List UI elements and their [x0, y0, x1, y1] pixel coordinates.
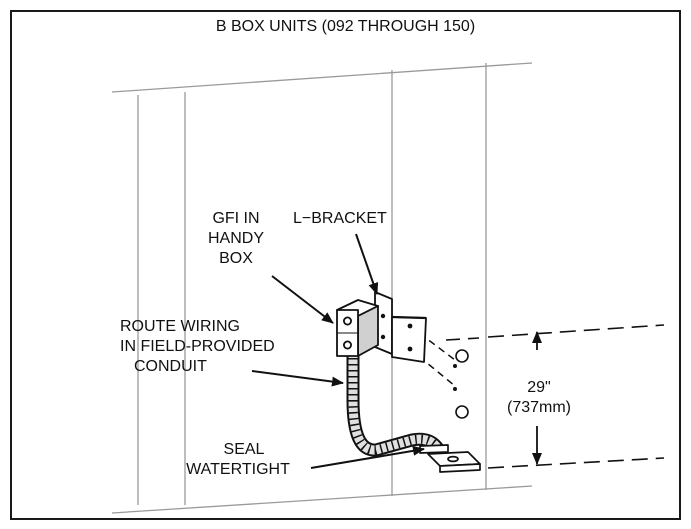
screw [453, 364, 457, 368]
screw [453, 387, 457, 391]
l-bracket [374, 291, 427, 363]
cabinet-outline [111, 62, 533, 514]
diagram-frame [10, 10, 681, 520]
route-label-line1: ROUTE WIRING [120, 318, 240, 335]
mounting-hole [455, 349, 469, 363]
gfi-label-line2: HANDY [207, 230, 264, 247]
gfi-handy-box [336, 299, 379, 357]
gfi-label-line1: GFI IN [212, 210, 260, 227]
diagram-title: B BOX UNITS (092 THROUGH 150) [215, 18, 476, 35]
route-label-line3: CONDUIT [134, 358, 207, 375]
mounting-hole [455, 405, 469, 419]
seal-label: SEAL WATERTIGHT [168, 440, 308, 480]
bracket-hole [407, 323, 413, 329]
gfi-label-line3: BOX [219, 250, 253, 267]
route-wiring-label: ROUTE WIRING IN FIELD-PROVIDED CONDUIT [120, 317, 275, 377]
seal-label-line1: SEAL [223, 441, 265, 458]
dimension-label: 29" (737mm) [497, 378, 581, 418]
seal-label-line2: WATERTIGHT [186, 461, 290, 478]
bracket-hole [407, 346, 413, 352]
bracket-screw [380, 334, 386, 340]
bracket-screw [380, 313, 386, 319]
conduit [346, 345, 447, 459]
gfi-label: GFI IN HANDY BOX [196, 209, 276, 269]
dimension-metric: (737mm) [506, 399, 571, 416]
dimension-imperial: 29" [527, 379, 551, 396]
seal-bracket [419, 444, 481, 473]
screw-path-lines [409, 325, 456, 387]
l-bracket-label: L−BRACKET [293, 210, 387, 227]
route-label-line2: IN FIELD-PROVIDED [120, 338, 275, 355]
callout-arrows [251, 233, 425, 469]
